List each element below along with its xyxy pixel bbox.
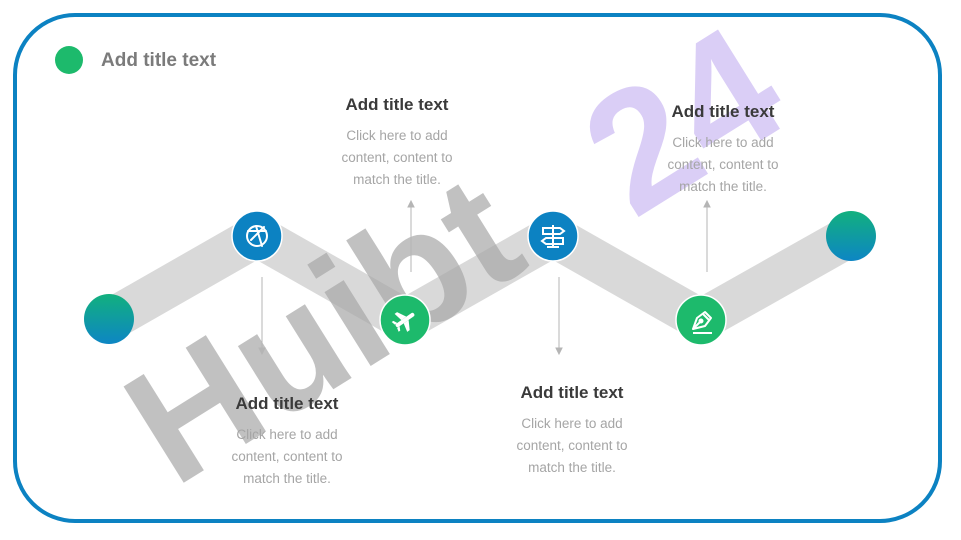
end-dot (826, 211, 876, 261)
step-description: Click here to add content, content to ma… (231, 427, 343, 486)
pen-nib-icon (692, 311, 712, 334)
connector-arrow-3 (555, 277, 563, 356)
step-description: Click here to add content, content to ma… (341, 128, 453, 187)
signpost-icon (540, 225, 566, 248)
badminton-icon (246, 225, 268, 247)
step-block-1: Add title text Click here to add content… (212, 393, 362, 490)
connector-arrow-1 (258, 277, 266, 356)
page-title: Add title text (101, 50, 217, 71)
start-dot (84, 294, 134, 344)
step-description: Click here to add content, content to ma… (667, 135, 779, 194)
step-node-2 (379, 294, 431, 346)
step-description: Click here to add content, content to ma… (516, 416, 628, 475)
airplane-icon (391, 312, 415, 332)
step-block-2: Add title text Click here to add content… (322, 94, 472, 191)
step-title: Add title text (345, 95, 449, 114)
step-node-4 (675, 294, 727, 346)
step-title: Add title text (671, 102, 775, 121)
step-title: Add title text (235, 394, 339, 413)
header-dot (55, 46, 83, 74)
connector-arrow-4 (703, 199, 711, 272)
step-block-3: Add title text Click here to add content… (497, 382, 647, 479)
step-node-1 (231, 210, 283, 262)
connector-arrow-2 (407, 199, 415, 272)
step-title: Add title text (520, 383, 624, 402)
step-block-4: Add title text Click here to add content… (648, 101, 798, 198)
step-node-3 (527, 210, 579, 262)
zigzag-track (99, 215, 861, 341)
